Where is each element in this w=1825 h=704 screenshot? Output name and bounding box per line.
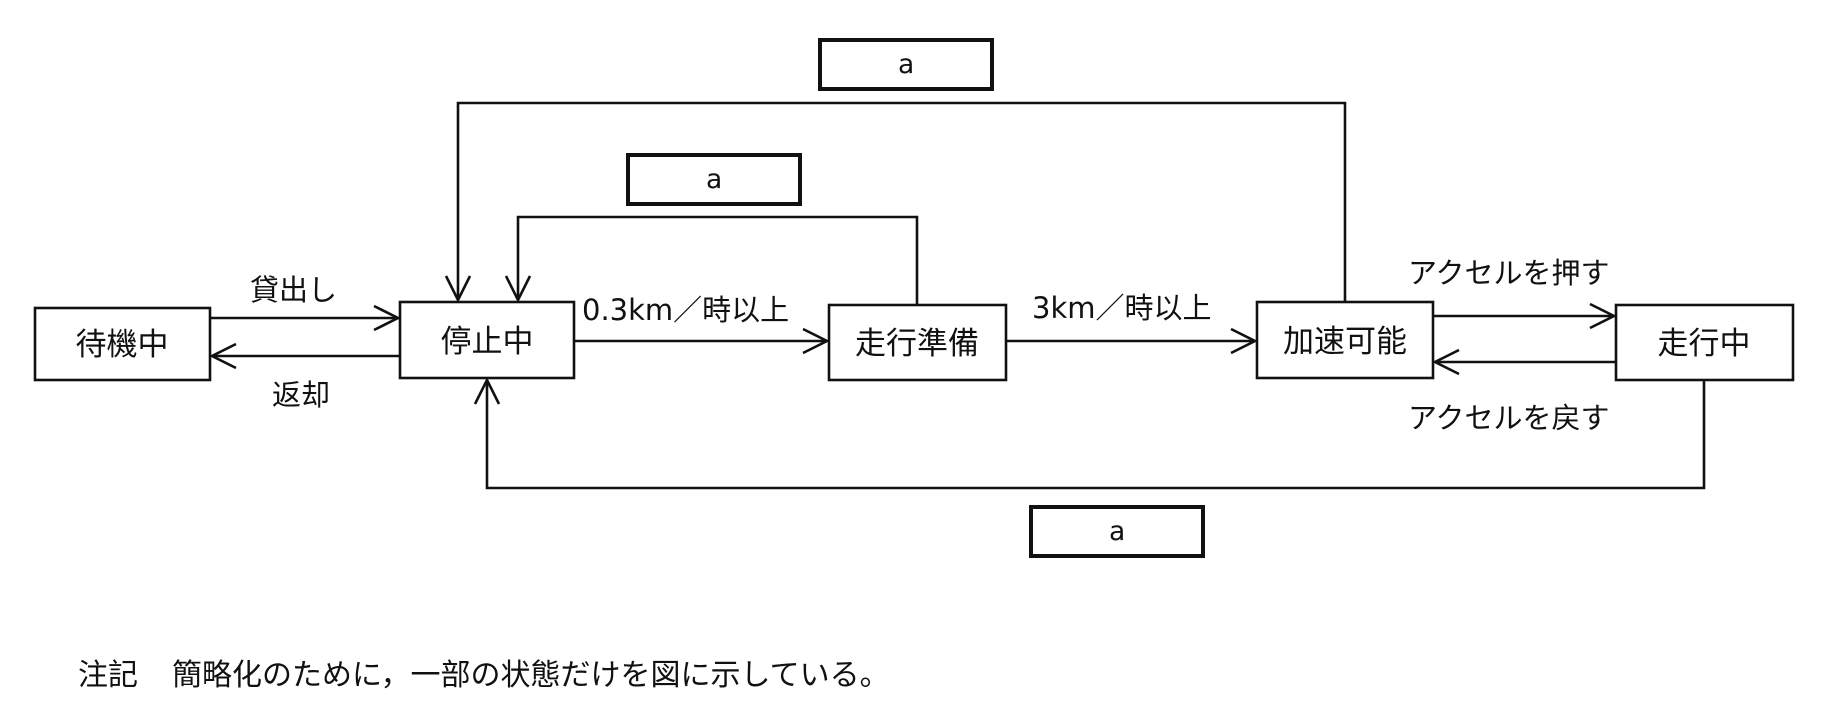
transition-kasoku-to-teishi — [444, 101, 1347, 303]
footnote-text: 簡略化のために，一部の状態だけを図に示している。 — [172, 658, 890, 693]
transition-sokochu-to-teishi — [473, 377, 1706, 490]
transition-speed-low: 0.3km／時以上 — [574, 293, 830, 355]
transition-henkyaku: 返却 — [209, 342, 400, 412]
state-teishichu-label: 停止中 — [441, 324, 534, 360]
guard-bottom-label: a — [1109, 516, 1125, 547]
state-taikichu-label: 待機中 — [76, 327, 169, 363]
footnote-label: 注記 — [78, 658, 138, 693]
transition-accel-release-label: アクセルを戻す — [1408, 401, 1610, 435]
state-sokochu-label: 走行中 — [1658, 326, 1751, 362]
guard-box-middle: a — [626, 153, 802, 206]
state-kasoku-kano: 加速可能 — [1255, 300, 1435, 380]
transition-speed-high: 3km／時以上 — [1006, 291, 1258, 355]
guard-box-top: a — [818, 38, 994, 91]
state-kasoku-kano-label: 加速可能 — [1283, 324, 1407, 360]
transition-speed-high-label: 3km／時以上 — [1032, 291, 1212, 325]
state-teishichu: 停止中 — [398, 300, 576, 380]
transition-accel-push-label: アクセルを押す — [1408, 256, 1610, 290]
state-taikichu: 待機中 — [33, 306, 212, 382]
transition-accel-push: アクセルを押す — [1408, 256, 1617, 330]
guard-top-label: a — [898, 49, 914, 80]
transition-junbi-to-teishi — [504, 215, 919, 305]
state-soko-junbi: 走行準備 — [827, 303, 1008, 382]
transition-kashidashi: 貸出し — [210, 273, 401, 332]
guard-box-bottom: a — [1029, 505, 1205, 558]
state-soko-junbi-label: 走行準備 — [855, 326, 979, 362]
transition-henkyaku-label: 返却 — [272, 378, 330, 412]
guard-middle-label: a — [706, 164, 722, 195]
transition-accel-release: アクセルを戻す — [1408, 348, 1616, 435]
state-sokochu: 走行中 — [1614, 303, 1795, 382]
footnote: 注記簡略化のために，一部の状態だけを図に示している。 — [78, 650, 890, 694]
transition-speed-low-label: 0.3km／時以上 — [582, 293, 789, 327]
transition-kashidashi-label: 貸出し — [250, 273, 337, 307]
